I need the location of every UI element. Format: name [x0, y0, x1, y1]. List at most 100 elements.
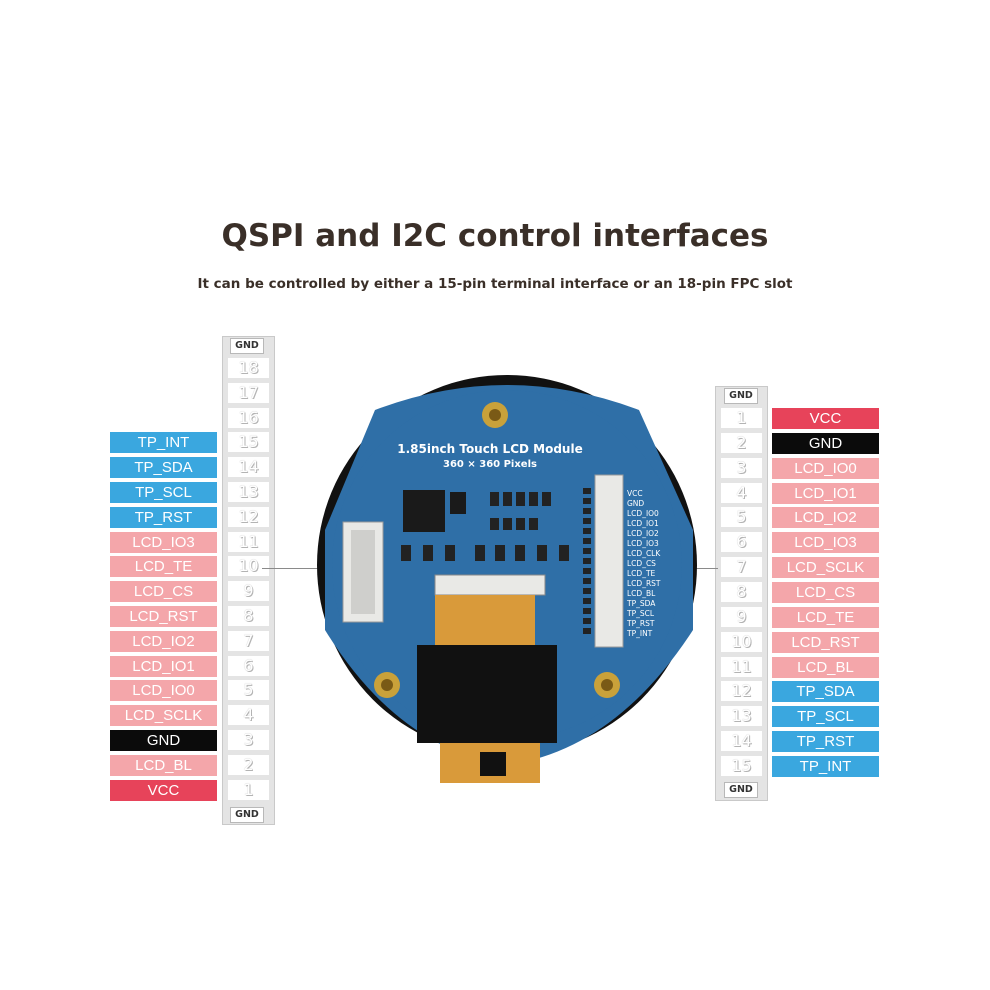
left-pin-number: 11	[238, 531, 259, 551]
right-pin-cell	[721, 557, 762, 578]
terminal-pins	[583, 488, 591, 634]
right-pin-signal-label: LCD_TE	[772, 606, 879, 628]
left-pin-number: 18	[238, 358, 259, 377]
left-pin-signal-label: LCD_IO0	[110, 680, 217, 702]
right-pin-cell	[721, 681, 762, 702]
left-pin-signal-label: GND	[110, 730, 217, 751]
flex-connector-center	[434, 574, 546, 596]
left-pin-cell	[228, 506, 269, 527]
right-pin-cell	[721, 432, 762, 453]
driver-chip	[403, 490, 445, 532]
right-pin-number: 2	[736, 432, 747, 452]
left-pin-cell	[228, 382, 269, 403]
right-gnd-bottom-tag: GND	[724, 782, 758, 798]
left-pin-number: 16	[238, 407, 259, 427]
right-pin-cell	[721, 606, 762, 627]
right-pin-signal-label: TP_SDA	[772, 681, 879, 703]
right-pin-signal-label: TP_INT	[772, 755, 879, 777]
left-pin-cell	[228, 407, 269, 428]
right-pin-cell	[721, 457, 762, 478]
silkscreen-pin-label: LCD_BL	[627, 589, 656, 598]
left-pin-cell	[228, 606, 269, 626]
right-pin-cell	[721, 532, 762, 553]
left-pin-cell	[228, 754, 269, 775]
left-pin-signal-label: LCD_RST	[110, 606, 217, 627]
right-pin-cell	[721, 755, 762, 776]
right-pin-signal-label: LCD_IO1	[772, 482, 879, 504]
left-pin-signal-label: LCD_TE	[110, 556, 217, 578]
right-pin-signal-label: TP_SCL	[772, 706, 879, 728]
left-pin-cell	[228, 482, 269, 502]
left-pin-cell	[228, 779, 269, 800]
left-gnd-bottom-tag: GND	[230, 807, 264, 823]
right-pin-number: 8	[736, 581, 747, 601]
right-pin-signal-label: LCD_RST	[772, 631, 879, 653]
silkscreen-pin-label: LCD_CLK	[627, 549, 661, 558]
right-pin-signal-label: LCD_IO3	[772, 532, 879, 554]
left-pin-cell	[228, 358, 269, 378]
right-pin-cell	[721, 507, 762, 528]
lcd-module-board: 1.85inch Touch LCD Module 360 × 360 Pixe…	[317, 375, 697, 783]
right-pin-number: 11	[731, 656, 752, 676]
left-pin-number: 2	[243, 754, 254, 774]
left-pin-signal-label: LCD_IO3	[110, 531, 217, 553]
left-pin-cell	[228, 581, 269, 602]
right-pin-number: 14	[731, 731, 752, 751]
left-pin-signal-label: VCC	[110, 779, 217, 801]
left-pin-number: 9	[243, 581, 254, 601]
silkscreen-pin-label: LCD_TE	[627, 569, 656, 578]
left-pin-number: 8	[243, 606, 254, 625]
right-pin-number: 13	[731, 706, 752, 726]
right-pin-signal-label: TP_RST	[772, 731, 879, 753]
left-pin-number: 14	[238, 457, 259, 477]
left-pin-signal-label: LCD_BL	[110, 754, 217, 776]
left-pin-cell	[228, 556, 269, 577]
silkscreen-pin-label: LCD_RST	[627, 579, 661, 588]
left-pin-number: 12	[238, 506, 259, 526]
right-pin-number: 4	[736, 482, 747, 502]
right-pin-number: 5	[736, 507, 747, 527]
silkscreen-pin-label: LCD_CS	[627, 559, 656, 568]
pin-terminal-right	[594, 474, 624, 648]
right-pin-signal-label: LCD_CS	[772, 581, 879, 603]
silkscreen-pin-label: TP_RST	[626, 619, 655, 628]
left-pin-number: 1	[243, 779, 254, 799]
left-pin-signal-label: LCD_SCLK	[110, 705, 217, 727]
right-pin-number: 3	[736, 457, 747, 477]
silkscreen-pin-labels: VCCGNDLCD_IO0LCD_IO1LCD_IO2LCD_IO3LCD_CL…	[626, 489, 661, 638]
left-pin-number: 3	[243, 730, 254, 749]
right-pin-number: 1	[736, 408, 747, 427]
right-pin-cell	[721, 631, 762, 652]
silkscreen-pin-label: GND	[627, 499, 644, 508]
left-pin-number: 13	[238, 482, 259, 501]
silkscreen-pin-label: TP_INT	[626, 629, 653, 638]
flex-cable	[435, 595, 535, 650]
left-pin-number: 6	[243, 655, 254, 675]
left-pin-signal-label: LCD_CS	[110, 581, 217, 603]
silkscreen-pin-label: TP_SCL	[626, 609, 655, 618]
left-pin-cell	[228, 730, 269, 750]
right-pin-signal-label: LCD_SCLK	[772, 557, 879, 579]
right-pin-number: 10	[731, 631, 752, 651]
left-pin-signal-label: LCD_IO1	[110, 655, 217, 677]
right-pin-cell	[721, 706, 762, 727]
left-pin-number: 17	[238, 382, 259, 402]
right-pin-cell	[721, 482, 762, 503]
silkscreen-pin-label: LCD_IO0	[627, 509, 659, 518]
right-pin-number: 7	[736, 557, 747, 577]
right-pin-cell	[721, 581, 762, 602]
right-pin-cell	[721, 656, 762, 677]
right-pin-signal-label: VCC	[772, 408, 879, 429]
board-module-name: 1.85inch Touch LCD Module	[397, 442, 582, 456]
left-pin-number: 15	[238, 432, 259, 452]
left-pin-signal-label: TP_SCL	[110, 482, 217, 503]
right-pin-number: 9	[736, 606, 747, 626]
right-pin-signal-label: LCD_BL	[772, 656, 879, 678]
left-pin-cell	[228, 680, 269, 701]
left-pin-signal-label: LCD_IO2	[110, 630, 217, 652]
silkscreen-pin-label: TP_SDA	[626, 599, 656, 608]
left-pin-number: 7	[243, 630, 254, 650]
right-pin-number: 15	[731, 755, 752, 775]
left-leader-line	[262, 568, 366, 569]
silkscreen-pin-label: VCC	[627, 489, 643, 498]
